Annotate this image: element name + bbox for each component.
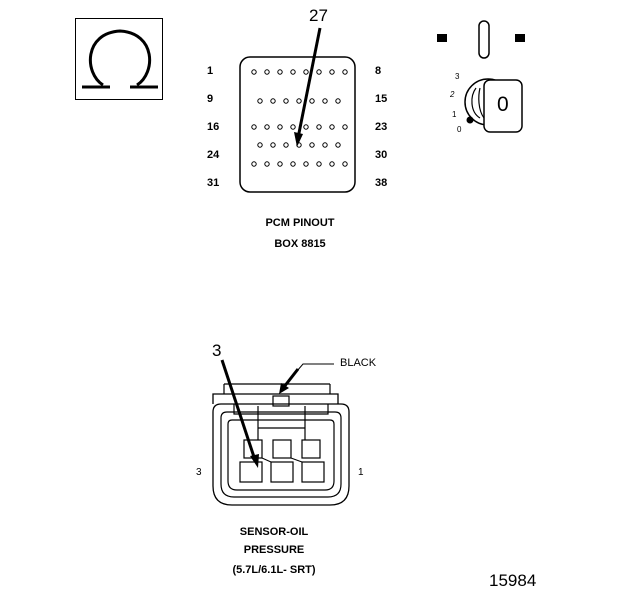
ohmmeter-symbol-box [75,18,163,100]
sensor-caption-line1: SENSOR-OIL [239,526,309,538]
pcm-pin-cavity [303,69,309,75]
pcm-pin-cavity [290,124,296,130]
pcm-pin-label-30: 30 [375,149,388,161]
pcm-pin-label-16: 16 [207,121,220,133]
sensor-caption-line3: (5.7L/6.1L- SRT) [232,564,316,576]
pcm-pin-label-31: 31 [207,177,220,189]
pcm-pin-cavity [270,142,276,148]
pcm-callout-pin-number: 27 [309,6,328,25]
pcm-caption-line2: BOX 8815 [274,238,326,250]
pcm-pin-cavity [251,124,257,130]
pcm-pin-cavity [290,161,296,167]
pcm-pin-cavity [316,161,322,167]
key-position-marker-icon [466,116,474,124]
pcm-pin-label-38: 38 [375,177,388,189]
pcm-pin-cavity [342,124,348,130]
pcm-pin-cavity [309,142,315,148]
sensor-pin-label-1: 1 [358,467,364,478]
sensor-callout-pin-number: 3 [212,341,222,360]
pcm-pin-cavity [296,98,302,104]
key-head-icon [483,79,523,133]
slot-right-icon [515,34,525,42]
pcm-pin-cavity [342,69,348,75]
pcm-pin-cavity [322,142,328,148]
ignition-position-1: 1 [452,110,457,119]
pcm-pin-label-24: 24 [207,149,220,161]
pcm-pin-label-15: 15 [375,93,388,105]
figure-number: 15984 [489,571,537,590]
pcm-pin-cavity [316,69,322,75]
key-position-label: 0 [497,93,509,116]
pcm-pin-cavity [342,161,348,167]
pcm-pin-label-8: 8 [375,65,382,77]
pcm-pin-cavity [270,98,276,104]
pcm-pin-cavity [277,161,283,167]
pcm-pin-cavity [316,124,322,130]
sensor-pin-label-3: 3 [196,467,202,478]
pcm-pin-cavity [283,142,289,148]
ohm-icon [82,29,158,89]
key-slot-icon [478,20,490,59]
pcm-pin-cavity [257,142,263,148]
pcm-pin-cavity [329,69,335,75]
ignition-position-2: 2 [450,90,455,99]
pcm-pin-cavity [277,124,283,130]
sensor-caption-line2: PRESSURE [243,544,305,556]
pcm-pin-cavity [290,69,296,75]
pcm-pin-cavity [335,98,341,104]
pcm-pin-cavity [329,161,335,167]
pcm-pin-cavity [264,161,270,167]
pcm-pin-cavity [264,124,270,130]
pcm-caption-line1: PCM PINOUT [265,217,335,229]
pcm-pin-cavity [277,69,283,75]
pcm-pin-cavity [309,98,315,104]
pcm-pin-cavity [257,98,263,104]
pcm-pin-label-9: 9 [207,93,214,105]
ignition-position-0: 0 [457,125,462,134]
pcm-pin-cavity [264,69,270,75]
pcm-pin-cavity [329,124,335,130]
slot-left-icon [437,34,447,42]
pcm-pin-label-1: 1 [207,65,214,77]
pcm-pin-cavity [251,161,257,167]
pcm-pin-cavity [283,98,289,104]
pcm-pin-cavity [322,98,328,104]
ignition-position-3: 3 [455,72,460,81]
pcm-pin-label-23: 23 [375,121,388,133]
pcm-pin-cavity [251,69,257,75]
pcm-pin-cavity [303,124,309,130]
wire-color-label: BLACK [340,357,377,369]
pcm-pin-cavity [303,161,309,167]
pcm-pin-cavity [335,142,341,148]
